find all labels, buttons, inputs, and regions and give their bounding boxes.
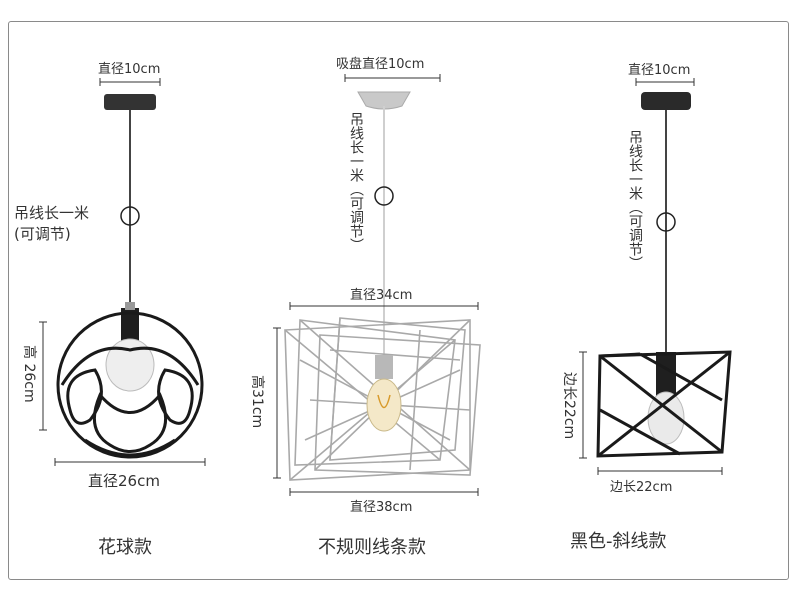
lamp-1-drawing	[39, 78, 206, 466]
lamp-3-top-dimension: 直径10cm	[628, 63, 691, 78]
lamp-1-cord-note-line1: 吊线长一米	[14, 204, 90, 222]
cord-adjust-icon	[120, 206, 140, 226]
lamp-1-height-dimension: 高 26cm	[21, 345, 37, 403]
lamp-2-caption: 不规则线条款	[318, 537, 426, 558]
lamp-3-cord-note: 吊线长一米（可调节）	[627, 130, 643, 270]
product-frame	[8, 21, 789, 580]
cord-adjust-icon	[656, 212, 676, 232]
lamp-3-caption: 黑色-斜线款	[570, 531, 667, 552]
lamp-2-drawing	[273, 74, 481, 496]
lamp-1-cord-note-line2: (可调节)	[14, 225, 71, 243]
cord-adjust-icon	[374, 186, 394, 206]
lamp-1-caption: 花球款	[98, 537, 152, 558]
lamp-1-bottom-dimension: 直径26cm	[88, 472, 160, 490]
lamp-3-height-dimension: 边长22cm	[561, 372, 577, 440]
lamp-2-mid-dimension: 直径34cm	[350, 288, 413, 303]
lamp-2-top-dimension: 吸盘直径10cm	[336, 57, 425, 72]
lamp-3-drawing	[579, 78, 732, 475]
lamp-2-cord-note: 吊线长一米（可调节）	[348, 112, 364, 252]
lamp-1-top-dimension: 直径10cm	[98, 62, 161, 77]
lamp-2-bottom-dimension: 直径38cm	[350, 500, 413, 515]
lamp-2-height-dimension: 高31cm	[249, 375, 265, 429]
lamp-3-bottom-dimension: 边长22cm	[610, 480, 673, 495]
